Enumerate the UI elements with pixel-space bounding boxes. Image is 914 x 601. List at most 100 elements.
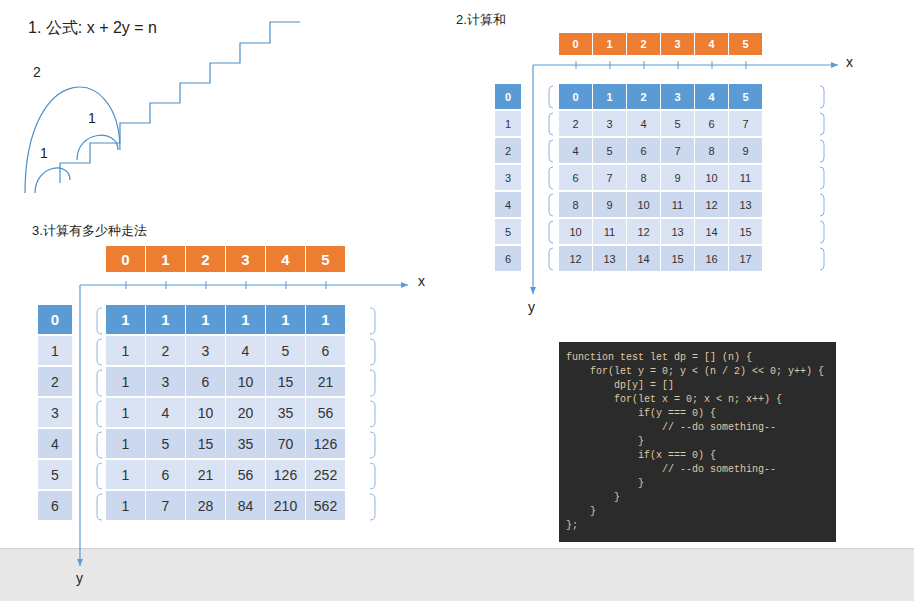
table-cell: 7 [593,165,626,190]
column-header: 3 [661,33,694,55]
row-header: 0 [38,305,72,334]
table-cell: 56 [306,398,345,427]
table-cell: 1 [266,305,305,334]
axis-label: y [528,299,535,315]
table-cell: 13 [593,246,626,271]
code-line: if(y === 0) { [566,407,829,421]
table-cell: 1 [106,336,145,365]
column-header: 3 [226,246,265,272]
table-cell: 15 [661,246,694,271]
table-cell: 35 [266,398,305,427]
step-arc [35,168,70,193]
row-header: 2 [495,138,521,163]
code-line: if(x === 0) { [566,449,829,463]
row-bracket [370,308,375,520]
table-cell: 4 [627,111,660,136]
table-cell: 3 [593,111,626,136]
step-label: 2 [33,64,41,80]
column-header: 2 [627,33,660,55]
table-cell: 5 [593,138,626,163]
table-cell: 17 [729,246,762,271]
table-cell: 12 [627,219,660,244]
table-cell: 1 [146,305,185,334]
row-header: 1 [38,336,72,365]
step-arc [25,87,120,193]
table-cell: 9 [593,192,626,217]
table-cell: 6 [695,111,728,136]
table-cell: 5 [729,84,762,109]
row-bracket [97,308,102,520]
table-cell: 252 [306,460,345,489]
table-cell: 6 [559,165,592,190]
table-cell: 15 [186,429,225,458]
step-label: 1 [88,110,96,126]
row-header: 2 [38,367,72,396]
axis-line [80,284,408,285]
table-cell: 3 [146,367,185,396]
row-header: 5 [38,460,72,489]
table-cell: 3 [186,336,225,365]
table-cell: 4 [226,336,265,365]
axis-line [533,64,838,65]
code-line: } [566,477,829,491]
table-cell: 16 [695,246,728,271]
table-cell: 4 [559,138,592,163]
table-cell: 1 [106,491,145,520]
axis-line [532,65,533,294]
table-cell: 10 [186,398,225,427]
table-cell: 6 [146,460,185,489]
table-cell: 70 [266,429,305,458]
table-cell: 2 [559,111,592,136]
table-cell: 562 [306,491,345,520]
table-cell: 10 [627,192,660,217]
code-box: function test let dp = [] (n) { for(let … [559,342,836,542]
code-line: // --do something-- [566,463,829,477]
table-cell: 126 [306,429,345,458]
footer-band [0,548,914,601]
table-cell: 5 [661,111,694,136]
column-header: 5 [729,33,762,55]
section-heading: 1. 公式: x + 2y = n [28,18,157,39]
table-cell: 21 [306,367,345,396]
row-header: 0 [495,84,521,109]
table-cell: 9 [661,165,694,190]
table-cell: 6 [186,367,225,396]
table-cell: 3 [661,84,694,109]
row-bracket [549,86,553,270]
table-cell: 1 [226,305,265,334]
table-cell: 14 [627,246,660,271]
table-cell: 1 [106,367,145,396]
axis-line [79,285,80,566]
table-cell: 9 [729,138,762,163]
row-header: 4 [38,429,72,458]
table-cell: 5 [266,336,305,365]
table-cell: 6 [306,336,345,365]
step-arc [77,135,118,160]
table-cell: 8 [559,192,592,217]
row-bracket [820,86,824,270]
table-cell: 4 [146,398,185,427]
table-cell: 10 [559,219,592,244]
code-line: for(let x = 0; x < n; x++) { [566,393,829,407]
row-header: 6 [38,491,72,520]
table-cell: 1 [106,460,145,489]
table-cell: 10 [695,165,728,190]
table-cell: 12 [695,192,728,217]
code-line: } [566,435,829,449]
table-cell: 7 [146,491,185,520]
table-cell: 1 [106,398,145,427]
axis-label: y [76,570,83,586]
row-header: 1 [495,111,521,136]
table-cell: 28 [186,491,225,520]
table-cell: 11 [729,165,762,190]
row-header: 3 [38,398,72,427]
axis-ticks [126,281,326,289]
table-cell: 2 [146,336,185,365]
code-line: function test let dp = [] (n) { [566,351,829,365]
table-cell: 1 [106,429,145,458]
code-line: } [566,491,829,505]
axis-label: x [418,273,425,289]
table-cell: 35 [226,429,265,458]
table-cell: 1 [306,305,345,334]
